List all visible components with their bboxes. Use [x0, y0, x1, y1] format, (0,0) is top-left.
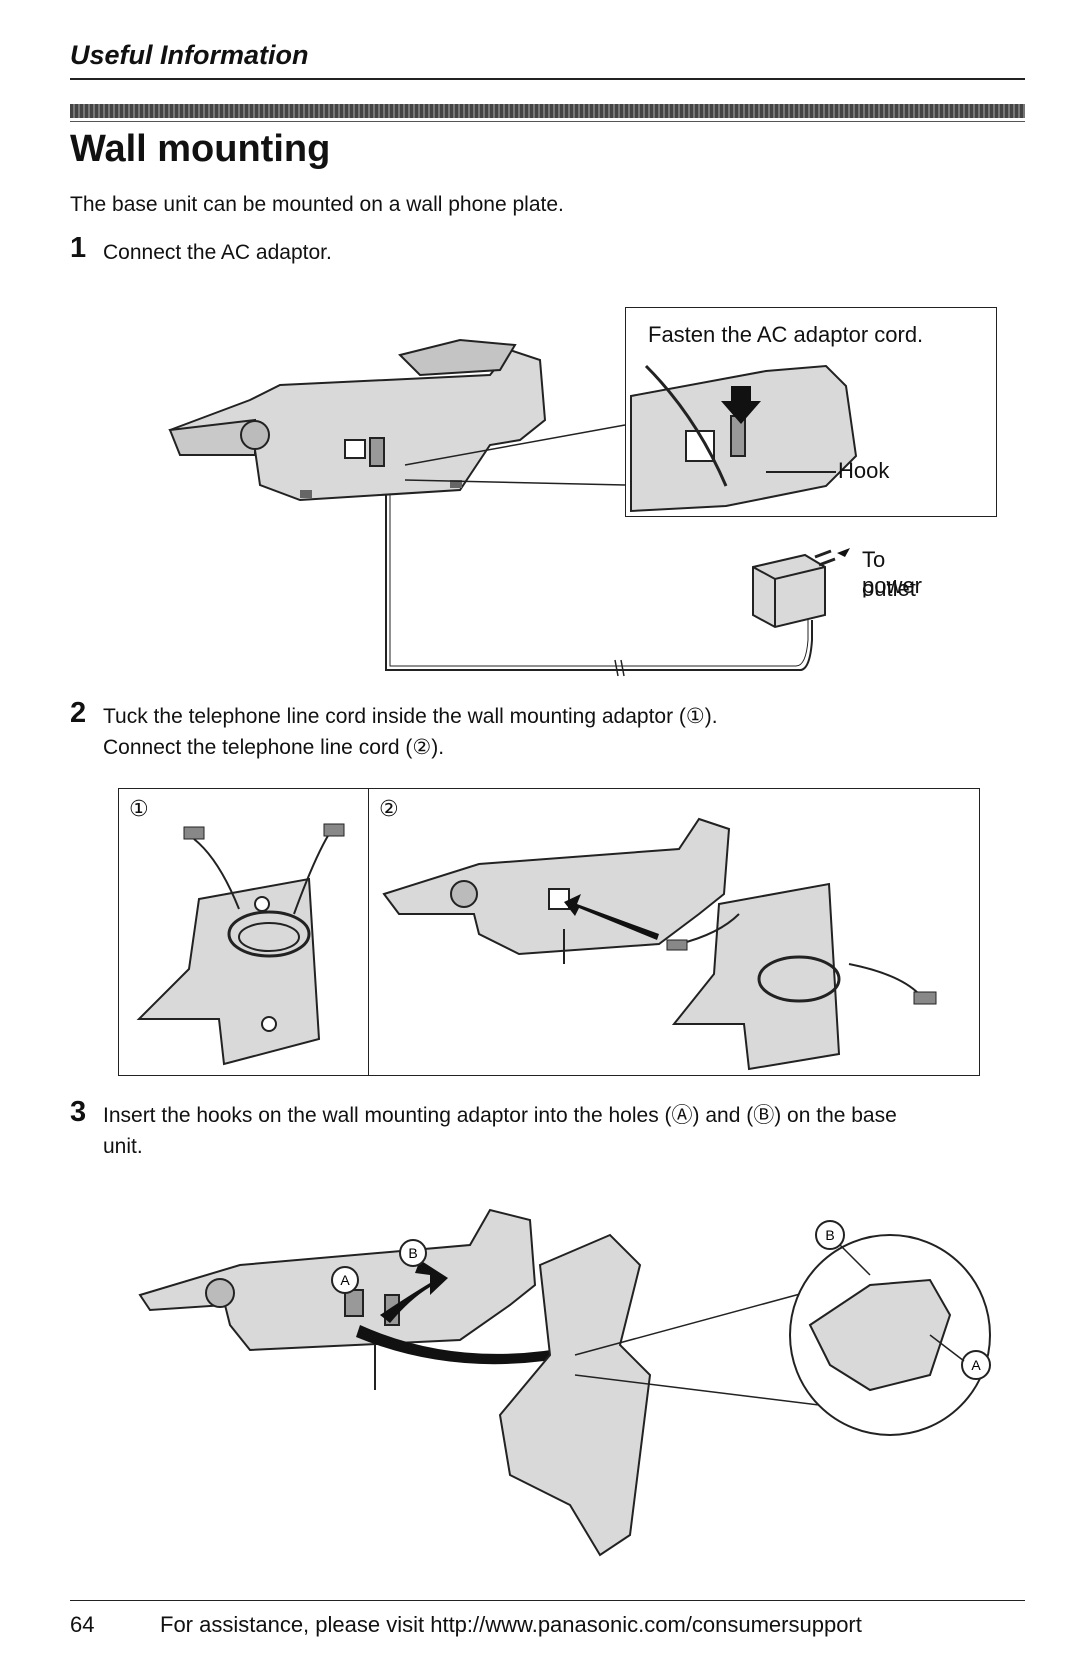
header-rule — [70, 78, 1025, 80]
insert-hooks-illustration: A B B A — [138, 1208, 991, 1557]
section-label: Useful Information — [70, 40, 309, 70]
inset-caption: Fasten the AC adaptor cord. — [648, 322, 924, 347]
power-outlet-label-1: To power — [862, 547, 922, 598]
step-3-text-line2: unit. — [103, 1135, 143, 1158]
inset-detail-illustration — [630, 364, 858, 513]
title-band — [70, 104, 1025, 118]
step-2-text-line1: Tuck the telephone line cord inside the … — [103, 705, 718, 728]
intro-text: The base unit can be mounted on a wall p… — [70, 193, 564, 216]
step-2-number: 2 — [70, 697, 87, 729]
figure-2-panel-2: ② — [368, 788, 980, 1076]
hook-pointer — [766, 471, 836, 473]
hook-label: Hook — [838, 458, 890, 483]
step-3-number: 3 — [70, 1096, 87, 1128]
hole-b-label-zoom: B — [825, 1227, 834, 1243]
ac-adaptor-illustration — [752, 548, 850, 629]
inset-box: Fasten the AC adaptor cord. Hook — [625, 307, 997, 517]
figure-2-panel-1: ① — [118, 788, 370, 1076]
page-title: Wall mounting — [70, 128, 331, 170]
page-number: 64 — [70, 1612, 95, 1637]
panel-1-marker: ① — [129, 797, 149, 822]
connect-line-cord-illustration — [382, 817, 937, 1071]
base-unit-illustration — [168, 338, 547, 502]
step-2-text-line2: Connect the telephone line cord (②). — [103, 736, 445, 759]
step-3-text-line1: Insert the hooks on the wall mounting ad… — [103, 1104, 897, 1127]
hole-a-label-main: A — [340, 1272, 350, 1288]
step-1-text: Connect the AC adaptor. — [103, 241, 332, 264]
hole-a-label-zoom: A — [971, 1357, 981, 1373]
cord-lines — [385, 424, 813, 677]
footer-text: For assistance, please visit http://www.… — [160, 1612, 862, 1637]
wall-adaptor-illustration — [136, 823, 345, 1066]
step-1-number: 1 — [70, 232, 87, 264]
power-outlet-label-2: outlet — [862, 576, 916, 601]
hole-b-label-main: B — [408, 1245, 417, 1261]
panel-2-marker: ② — [379, 797, 399, 822]
title-band-line — [70, 121, 1025, 122]
footer-rule — [70, 1600, 1025, 1601]
